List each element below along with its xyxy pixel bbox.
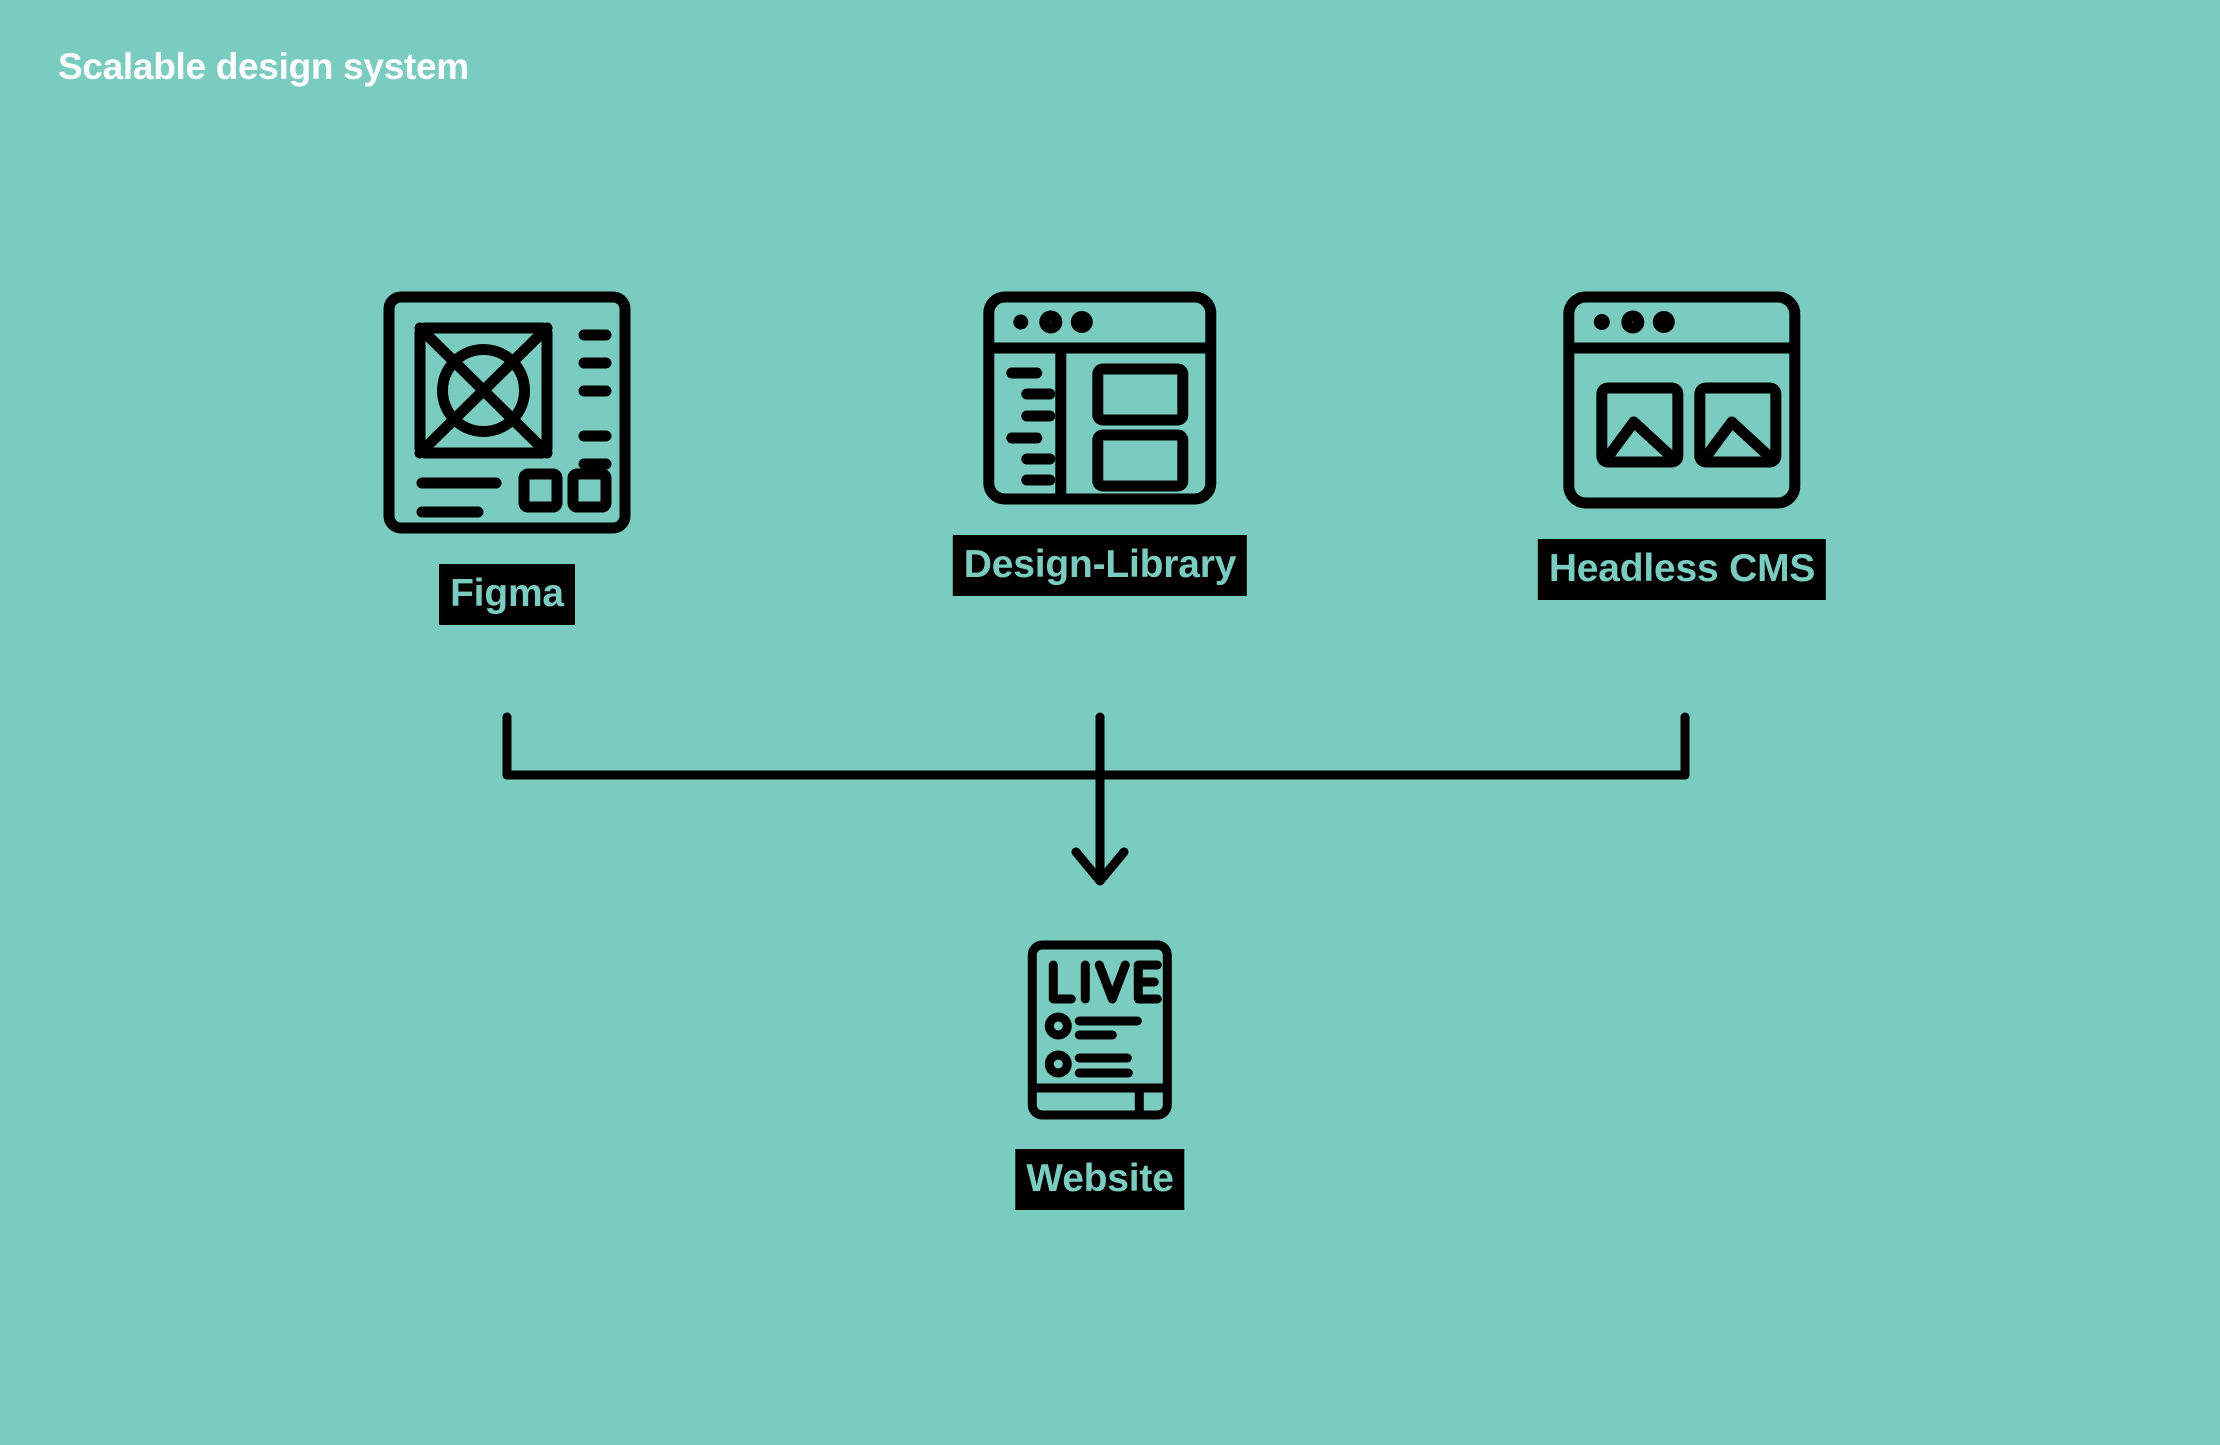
browser-sidebar-layout-icon: [982, 290, 1218, 511]
live-page-icon: [1027, 940, 1172, 1125]
browser-image-gallery-icon: [1562, 290, 1802, 515]
node-label-figma: Figma: [439, 564, 575, 625]
connector-bracket-arrow: [480, 700, 1720, 910]
design-canvas-icon: [382, 290, 632, 540]
diagram-node-headless-cms[interactable]: Headless CMS: [1537, 290, 1827, 600]
page-title: Scalable design system: [58, 46, 469, 87]
node-label-design-library: Design-Library: [952, 535, 1248, 596]
diagram-node-website[interactable]: Website: [1015, 940, 1185, 1210]
diagram-node-figma[interactable]: Figma: [382, 290, 632, 625]
node-label-headless-cms: Headless CMS: [1537, 539, 1827, 600]
node-label-website: Website: [1015, 1149, 1185, 1210]
diagram-node-design-library[interactable]: Design-Library: [952, 290, 1248, 596]
